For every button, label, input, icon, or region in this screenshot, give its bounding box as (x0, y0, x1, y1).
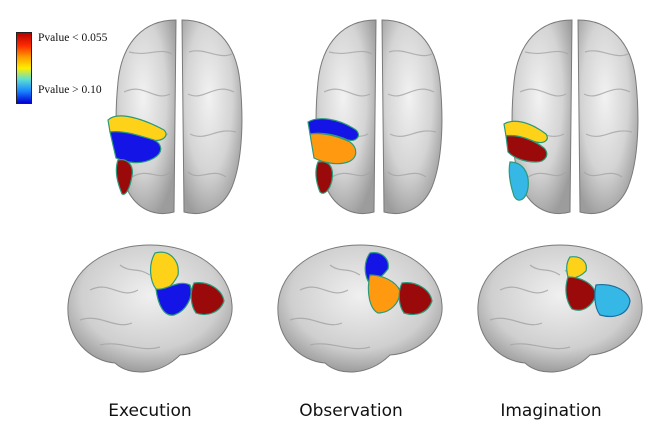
legend-bottom-label: Pvalue > 0.10 (38, 84, 102, 96)
region-c (594, 284, 631, 318)
p-value-colorbar-legend: Pvalue < 0.055 Pvalue > 0.10 (12, 28, 132, 104)
dorsal-brain-observation (304, 12, 454, 222)
region-a (566, 256, 587, 279)
caption-execution: Execution (108, 401, 192, 421)
region-b (109, 131, 162, 164)
dorsal-brain-imagination (500, 12, 650, 222)
region-c (315, 161, 334, 194)
region-c (508, 161, 529, 201)
region-c (115, 159, 133, 195)
region-b (155, 282, 192, 316)
caption-observation: Observation (299, 401, 403, 421)
colorbar (16, 32, 32, 104)
lateral-brain-execution (60, 235, 240, 385)
region-c (398, 282, 433, 316)
legend-top-label: Pvalue < 0.055 (38, 32, 108, 44)
lateral-brain-observation (270, 235, 450, 385)
caption-imagination: Imagination (500, 401, 602, 421)
right-hemisphere (181, 19, 243, 215)
region-b (565, 276, 597, 311)
lateral-brain-imagination (470, 235, 650, 385)
region-b (367, 274, 401, 314)
dorsal-brain-execution (104, 12, 254, 222)
region-c (190, 282, 225, 316)
region-b (505, 135, 548, 163)
